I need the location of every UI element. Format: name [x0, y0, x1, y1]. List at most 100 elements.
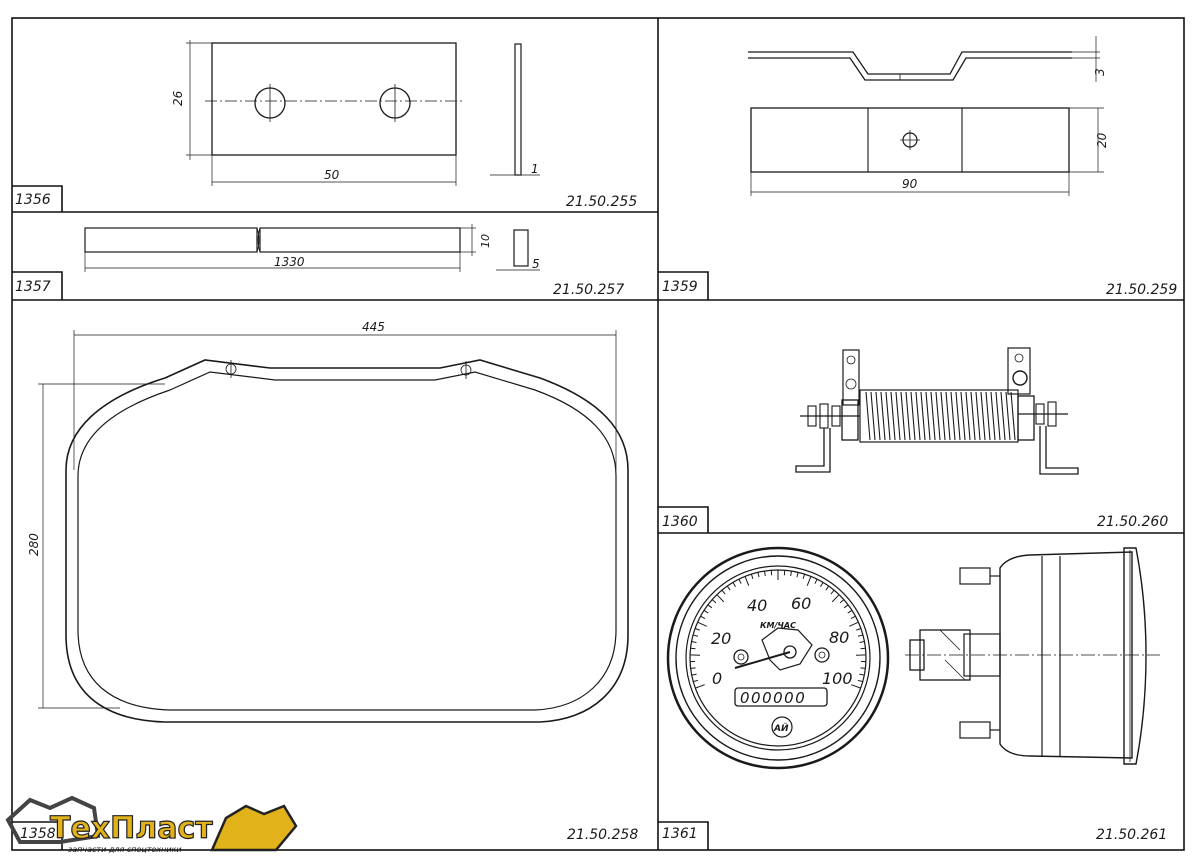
excavator-logo-icon — [5, 795, 101, 844]
coil-winding — [960, 391, 966, 441]
gauge-tick — [857, 634, 864, 637]
gauge-tick — [806, 576, 812, 586]
coil-winding — [1010, 391, 1016, 441]
coil-winding — [905, 391, 911, 441]
gauge-tick — [825, 585, 830, 591]
coil-winding — [920, 391, 926, 441]
panel-1356-code: 21.50.255 — [566, 194, 637, 210]
coil-winding — [880, 391, 886, 441]
gauge-tick — [691, 673, 697, 676]
gauge-tick — [693, 679, 699, 683]
coil-winding — [890, 391, 896, 441]
coil-winding — [985, 391, 991, 441]
coil-winding — [875, 391, 881, 441]
coil-winding — [930, 391, 936, 441]
coil-winding — [865, 391, 871, 441]
gauge-tick — [750, 573, 754, 580]
part-1357-strip — [84, 224, 540, 272]
scale-label-60: 60 — [791, 594, 811, 613]
coil-winding — [990, 391, 996, 441]
techplast-watermark: ТехПласт запчасти для спецтехники — [5, 795, 298, 854]
part-1359-bracket — [748, 36, 1104, 196]
coil-winding — [910, 391, 916, 441]
coil-winding — [870, 391, 876, 441]
coil-winding — [1000, 391, 1006, 441]
gauge-tick — [850, 615, 856, 619]
brand-badge: АЙ — [773, 722, 789, 734]
gauge-tick — [711, 599, 717, 604]
coil-winding — [1005, 391, 1011, 441]
gauge-tick — [839, 599, 845, 604]
watermark-brand: ТехПласт — [50, 811, 213, 846]
speed-unit-label: КМ/ЧАС — [760, 621, 796, 630]
gauge-tick — [703, 609, 709, 614]
gauge-tick — [859, 673, 865, 676]
gauge-tick — [732, 582, 736, 587]
coil-winding — [895, 391, 901, 441]
dim-1359-height: 20 — [1095, 132, 1109, 148]
coil-winding — [945, 391, 951, 441]
panel-1358-number: 1358 — [20, 826, 56, 842]
gauge-tick — [847, 609, 853, 614]
gauge-tick — [849, 621, 859, 627]
panel-1357-code: 21.50.257 — [553, 282, 624, 298]
gauge-tick — [721, 589, 726, 595]
part-1358-frame — [38, 330, 629, 723]
gauge-tick — [690, 667, 696, 669]
dim-1356-height: 26 — [171, 90, 185, 106]
gauge-tick — [707, 604, 713, 609]
gauge-tick — [859, 641, 865, 643]
gauge-tick — [802, 573, 806, 580]
gauge-tick — [692, 634, 699, 637]
speedometer-scale: 0 20 40 60 80 100 КМ/ЧАС 000000 АЙ — [711, 594, 853, 734]
gauge-tick — [790, 570, 792, 577]
coil-winding — [915, 391, 921, 441]
gauge-tick — [744, 576, 750, 586]
panel-1359-number: 1359 — [662, 279, 698, 295]
dim-1356-length: 50 — [324, 168, 340, 182]
coil-winding — [955, 391, 961, 441]
gauge-tick — [820, 582, 824, 587]
dim-1357-width: 5 — [532, 257, 540, 271]
coil-winding — [980, 391, 986, 441]
panel-1360-code: 21.50.260 — [1097, 514, 1168, 530]
gauge-tick — [695, 684, 705, 689]
watermark-tagline: запчасти для спецтехники — [68, 845, 182, 854]
coil-winding — [885, 391, 891, 441]
coil-winding — [940, 391, 946, 441]
odometer-window — [734, 687, 828, 707]
part-1361-speedometer-side — [905, 547, 1160, 765]
coil-winding — [965, 391, 971, 441]
gauge-tick — [857, 679, 863, 683]
scale-label-40: 40 — [747, 596, 767, 615]
gauge-tick — [700, 615, 706, 619]
gauge-tick — [726, 585, 731, 591]
odometer-digits: 000000 — [740, 689, 806, 707]
scale-label-0: 0 — [712, 669, 722, 688]
dim-1358-width: 445 — [362, 320, 385, 334]
part-1361-speedometer — [666, 546, 890, 770]
gauge-tick — [860, 667, 866, 669]
part-1360-resistor — [795, 347, 1079, 475]
gauge-tick — [830, 589, 835, 595]
gauge-tick — [860, 647, 866, 650]
gauge-tick — [738, 578, 742, 584]
gauge-tick — [690, 647, 696, 650]
panel-1359-code: 21.50.259 — [1106, 282, 1177, 298]
gauge-tick — [843, 604, 849, 609]
dim-1356-thickness: 1 — [531, 162, 539, 176]
coil-winding — [900, 391, 906, 441]
coil-winding — [970, 391, 976, 441]
panel-1357-number: 1357 — [15, 279, 51, 295]
scale-label-80: 80 — [829, 628, 849, 647]
gauge-tick — [691, 641, 697, 643]
excavator-arm-icon — [210, 804, 298, 852]
gauge-tick — [856, 628, 862, 631]
gauge-tick — [697, 621, 707, 627]
scale-label-20: 20 — [711, 629, 731, 648]
gauge-tick — [831, 594, 840, 603]
dim-1358-height: 280 — [27, 533, 41, 556]
gauge-tick — [694, 628, 700, 631]
gauge-tick — [716, 594, 725, 603]
